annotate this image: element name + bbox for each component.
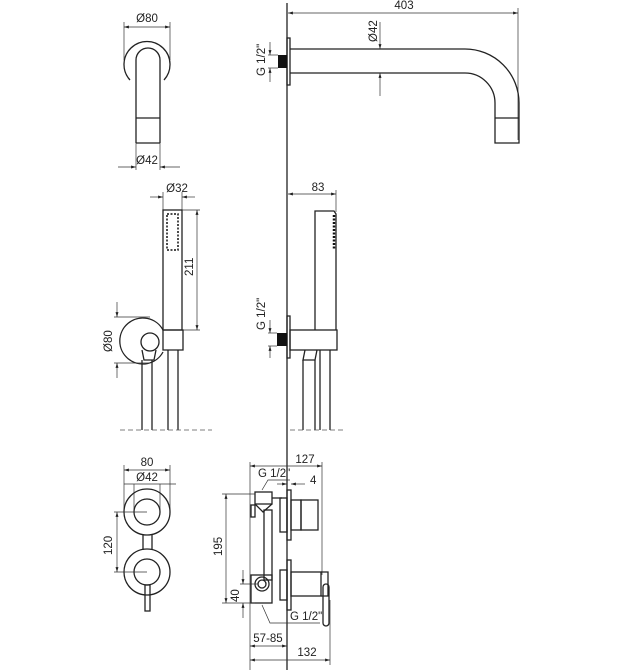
shower-arm-front-view: Ø80 Ø42 (118, 13, 180, 170)
mixer-flange-thickness-label: 4 (310, 475, 317, 487)
mixer-height-label: 195 (213, 537, 225, 556)
hand-shower-projection-label: 83 (312, 182, 325, 194)
hand-shower-thread-label: G 1/2" (256, 298, 268, 330)
shower-arm-side-view: 403 Ø42 G 1/2" (256, 0, 520, 144)
handle-length-label: 211 (184, 258, 196, 276)
mixer-spacing-label: 120 (103, 536, 115, 555)
mixer-depth-label: 127 (295, 454, 314, 466)
handle-diameter-label: Ø32 (166, 183, 188, 195)
arm-diameter-side-label: Ø42 (368, 20, 380, 42)
arm-thread-label: G 1/2" (256, 44, 268, 76)
mixer-side-view: 127 G 1/2" 4 195 40 G 1/2" (213, 454, 331, 670)
hand-shower-front-view: Ø32 211 Ø80 (103, 183, 212, 431)
mixer-total-depth-label: 132 (297, 647, 316, 659)
mixer-installation-depth-label: 57-85 (253, 633, 282, 645)
flange-diameter-label: Ø80 (136, 13, 158, 25)
arm-length-label: 403 (394, 0, 413, 12)
mixer-thread-top-label: G 1/2" (258, 468, 290, 480)
mixer-outlet-offset-label: 40 (230, 589, 242, 602)
hand-shower-side-view: 83 G 1/2" (256, 182, 345, 431)
mixer-front-view: 80 Ø42 120 (103, 457, 176, 612)
mixer-handle-diameter-label: Ø42 (136, 472, 158, 484)
arm-diameter-front-label: Ø42 (136, 155, 158, 167)
mixer-flange-width-label: 80 (141, 457, 154, 469)
mixer-thread-bottom-label: G 1/2" (290, 611, 322, 623)
hand-shower-flange-diameter-label: Ø80 (103, 330, 115, 352)
